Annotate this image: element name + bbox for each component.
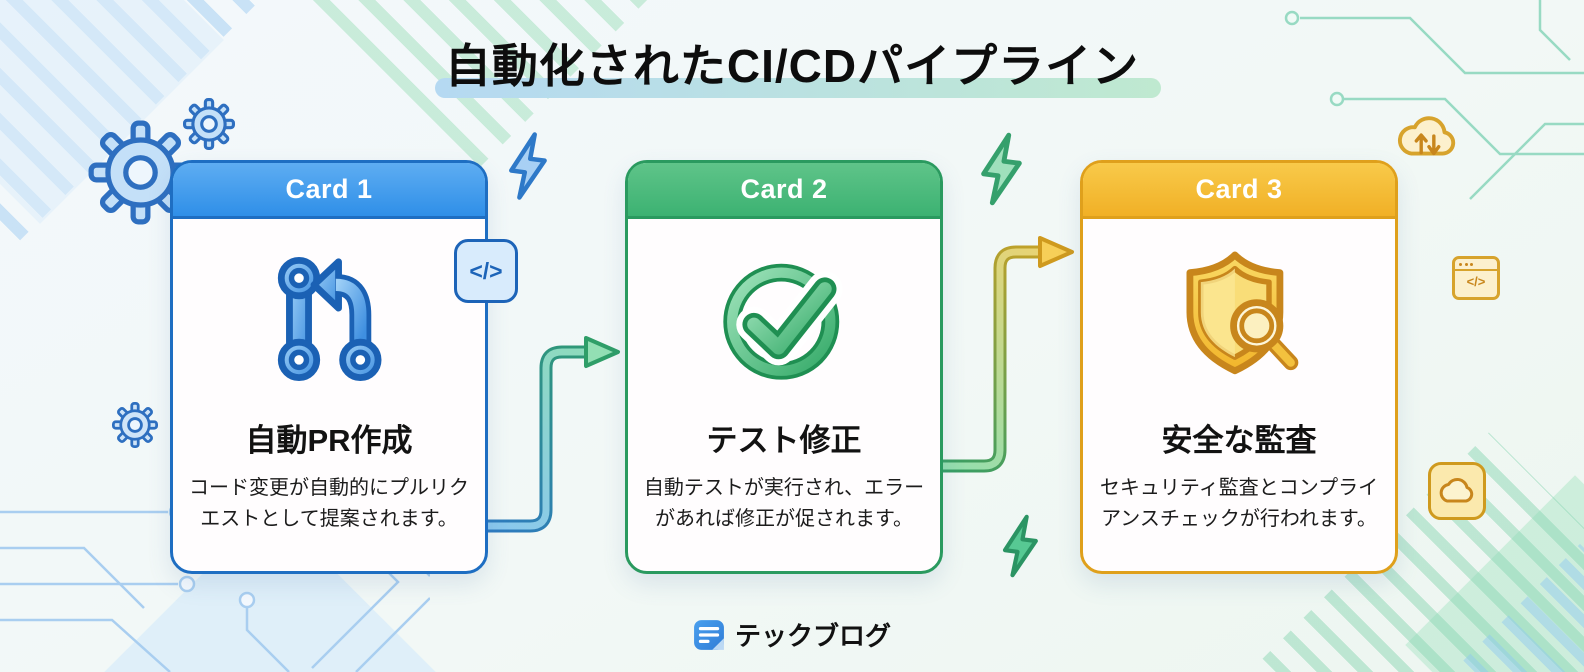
card-1-heading: 自動PR作成 [245, 423, 413, 458]
code-window-icon: </> [1452, 256, 1500, 300]
card-3: Card 3 安全な監査 [1080, 160, 1398, 574]
connector-card1-card2 [484, 336, 620, 533]
card-2-header-label: Card 2 [740, 174, 828, 204]
cloud-sync-icon [1398, 116, 1456, 156]
document-icon [694, 619, 724, 650]
git-pull-request-icon [254, 243, 404, 395]
card-1-header-label: Card 1 [285, 174, 373, 204]
code-glyph: </> [1466, 274, 1486, 289]
cloud-icon [1428, 462, 1486, 520]
card-2: Card 2 テスト修正 自動テストが実行され、エラーが [625, 160, 943, 574]
card-2-description: 自動テストが実行され、エラーがあれば修正が促されます。 [643, 477, 925, 530]
shield-magnifier-icon [1164, 243, 1314, 395]
card-1: Card 1 [170, 160, 518, 574]
card-3-heading: 安全な監査 [1161, 423, 1317, 458]
card-1-header: Card 1 [173, 163, 485, 219]
code-badge-icon: </> [454, 239, 518, 303]
gear-icon [183, 98, 235, 150]
card-3-header: Card 3 [1083, 163, 1395, 219]
card-2-header: Card 2 [628, 163, 940, 219]
lightning-icon [1002, 514, 1038, 578]
footer-brand-name: テックブログ [734, 621, 891, 651]
card-3-description: セキュリティ監査とコンプライアンスチェックが行われます。 [1099, 477, 1379, 530]
gear-icon [112, 402, 158, 448]
card-3-body: 安全な監査 セキュリティ監査とコンプライアンスチェックが行われます。 [1083, 219, 1395, 571]
card-3-header-label: Card 3 [1195, 174, 1283, 204]
card-2-heading: テスト修正 [706, 423, 862, 458]
lightning-icon [981, 132, 1022, 206]
card-1-description: コード変更が自動的にプルリクエストとして提案されます。 [189, 477, 469, 530]
code-badge-label: </> [469, 257, 503, 284]
check-circle-icon [709, 243, 859, 395]
footer-brand-block: テックブログ [0, 616, 1584, 653]
card-1-body: 自動PR作成 コード変更が自動的にプルリクエストとして提案されます。 [173, 219, 485, 571]
card-2-body: テスト修正 自動テストが実行され、エラーがあれば修正が促されます。 [628, 219, 940, 571]
page-title: 自動化されたCI/CDパイプライン [444, 40, 1140, 92]
title-block: 自動化されたCI/CDパイプライン [0, 30, 1584, 98]
connector-card2-card3 [938, 236, 1074, 473]
lightning-icon [509, 132, 547, 200]
